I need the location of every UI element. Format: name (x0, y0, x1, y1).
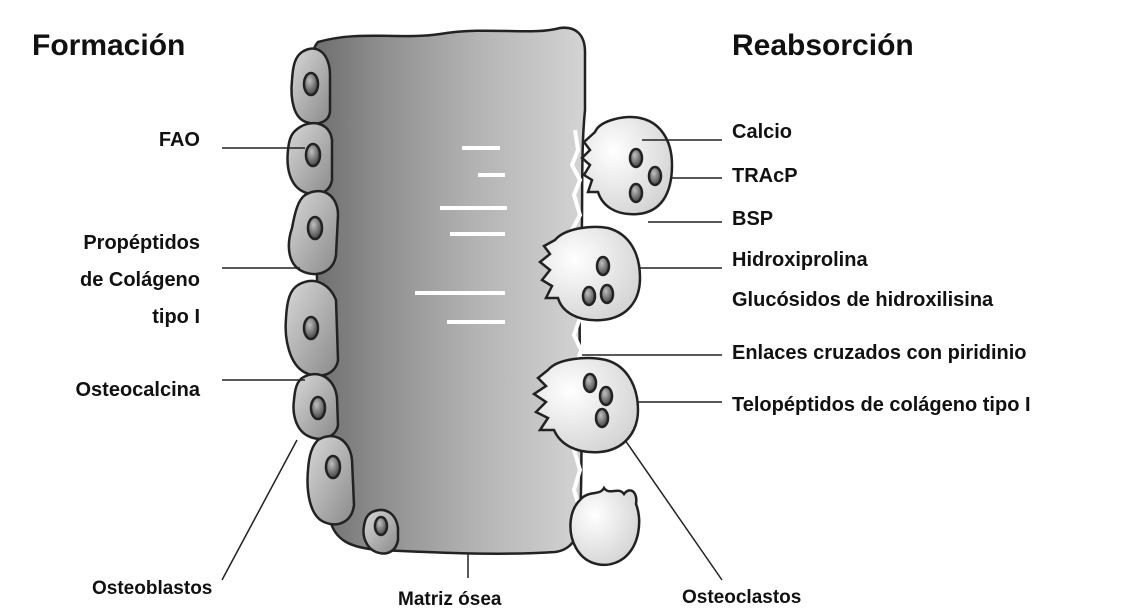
osteocalcin-label: Osteocalcina (75, 378, 200, 402)
fao-label: FAO (159, 128, 200, 152)
propeptides-label-line2: de Colágeno (80, 268, 200, 292)
bsp-label: BSP (732, 207, 773, 231)
telopeptides-label: Telopéptidos de colágeno tipo I (732, 393, 1031, 417)
crosslinks-label: Enlaces cruzados con piridinio (732, 341, 1027, 365)
bone-matrix-label: Matriz ósea (398, 588, 501, 612)
glucosides-label: Glucósidos de hidroxilisina (732, 288, 993, 312)
tracp-label: TRAcP (732, 164, 798, 188)
propeptides-label-line3: tipo I (152, 305, 200, 329)
calcium-label: Calcio (732, 120, 792, 144)
osteoblasts-label: Osteoblastos (92, 577, 212, 601)
propeptides-label-line1: Propéptidos (83, 231, 200, 255)
resorption-title: Reabsorción (732, 29, 914, 63)
formation-title: Formación (32, 29, 185, 63)
osteoclasts-label: Osteoclastos (682, 586, 801, 610)
hydroxyproline-label: Hidroxiprolina (732, 248, 868, 272)
